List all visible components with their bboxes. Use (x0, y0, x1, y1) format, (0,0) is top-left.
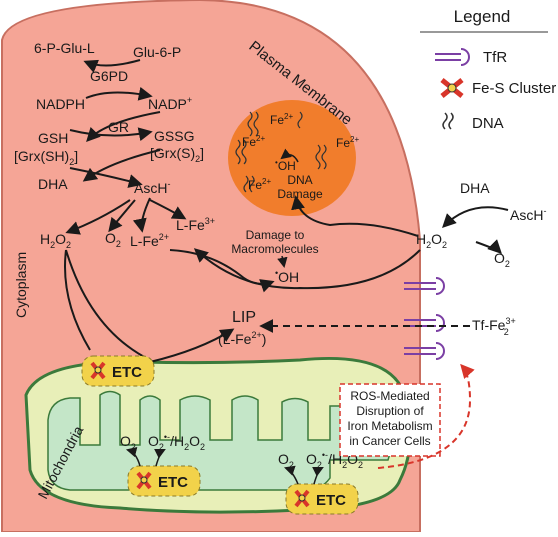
gsh-label: GSH (38, 130, 68, 146)
etc-label-top: ETC (112, 364, 142, 381)
nadp-label: NADP+ (148, 95, 192, 112)
nucleus-dna-strands (235, 111, 327, 193)
mito-superoxide-right: O2•-/H2O2 (306, 450, 363, 470)
lfe2-label: L-Fe2+ (130, 232, 169, 249)
asch-out-label: AscH- (510, 206, 546, 223)
etc-label-lower-right: ETC (316, 492, 346, 509)
ros-arrow (377, 363, 475, 469)
grx-sh2-label: [Grx(SH)2] (14, 148, 78, 167)
legend-dna-label: DNA (472, 115, 504, 132)
dna-icon (442, 112, 454, 130)
dna-damage-label-1: DNA (287, 173, 312, 187)
ros-line-2: Disruption of (356, 404, 424, 418)
o2-out-label: O2 (494, 250, 510, 269)
legend-tfr-label: TfR (483, 49, 507, 66)
dha-label: DHA (38, 176, 68, 192)
tfr-icon (435, 48, 470, 66)
ros-disruption-box: ROS-Mediated Disruption of Iron Metaboli… (339, 383, 441, 457)
mito-superoxide-left: O2•-/H2O2 (148, 432, 205, 452)
dna-damage-label-2: Damage (277, 187, 323, 201)
g6pd-label: G6PD (90, 68, 128, 84)
gssg-label: GSSG (154, 128, 194, 144)
nucleus (228, 100, 356, 216)
grx-s2-label: [Grx(S)2] (150, 145, 204, 164)
damage-macro-label-2: Macromolecules (231, 242, 318, 256)
damage-macro-label-1: Damage to (246, 228, 305, 242)
h2o2-out-label: H2O2 (416, 231, 447, 250)
g6p-label: Glu-6-P (133, 44, 181, 60)
nucleus-fe2-label-4: Fe2+ (248, 177, 271, 192)
dha-out-label: DHA (460, 180, 490, 196)
ros-line-1: ROS-Mediated (350, 389, 429, 403)
gr-label: GR (108, 119, 129, 135)
fe-s-cluster-icon (440, 78, 464, 98)
oh-radical-label: •OH (275, 268, 299, 285)
nucleus-fe2-label-3: Fe2+ (336, 135, 359, 150)
asch-label: AscH- (134, 179, 170, 196)
etc-box-lower-right: ETC (285, 483, 359, 515)
legend-fes-label: Fe-S Cluster (472, 80, 556, 97)
ros-line-3: Iron Metabolism (347, 419, 432, 433)
lfe3-label: L-Fe3+ (176, 216, 215, 233)
ros-line-4: in Cancer Cells (349, 434, 430, 448)
etc-box-top: ETC (81, 355, 155, 387)
nucleus-fe2-label-1: Fe2+ (270, 112, 293, 127)
tf-fe-label: Tf-Fe3+2 (472, 316, 516, 337)
o2-cyto-label: O2 (105, 230, 121, 249)
cytoplasm-label: Cytoplasm (13, 252, 29, 318)
legend: Legend TfR Fe-S Cluster DNA (420, 7, 556, 132)
cristae (47, 390, 393, 491)
nadph-label: NADPH (36, 96, 85, 112)
g6p-l-label: 6-P-Glu-L (34, 40, 95, 56)
mito-o2-right: O2 (278, 451, 294, 470)
legend-title: Legend (454, 7, 511, 26)
lip-label: LIP (232, 309, 256, 326)
etc-label-lower-left: ETC (158, 474, 188, 491)
etc-box-lower-left: ETC (127, 465, 201, 497)
nucleus-oh-label: •OH (275, 158, 296, 173)
h2o2-cyto-label: H2O2 (40, 231, 71, 250)
nucleus-fe2-label-2: Fe2+ (242, 134, 265, 149)
